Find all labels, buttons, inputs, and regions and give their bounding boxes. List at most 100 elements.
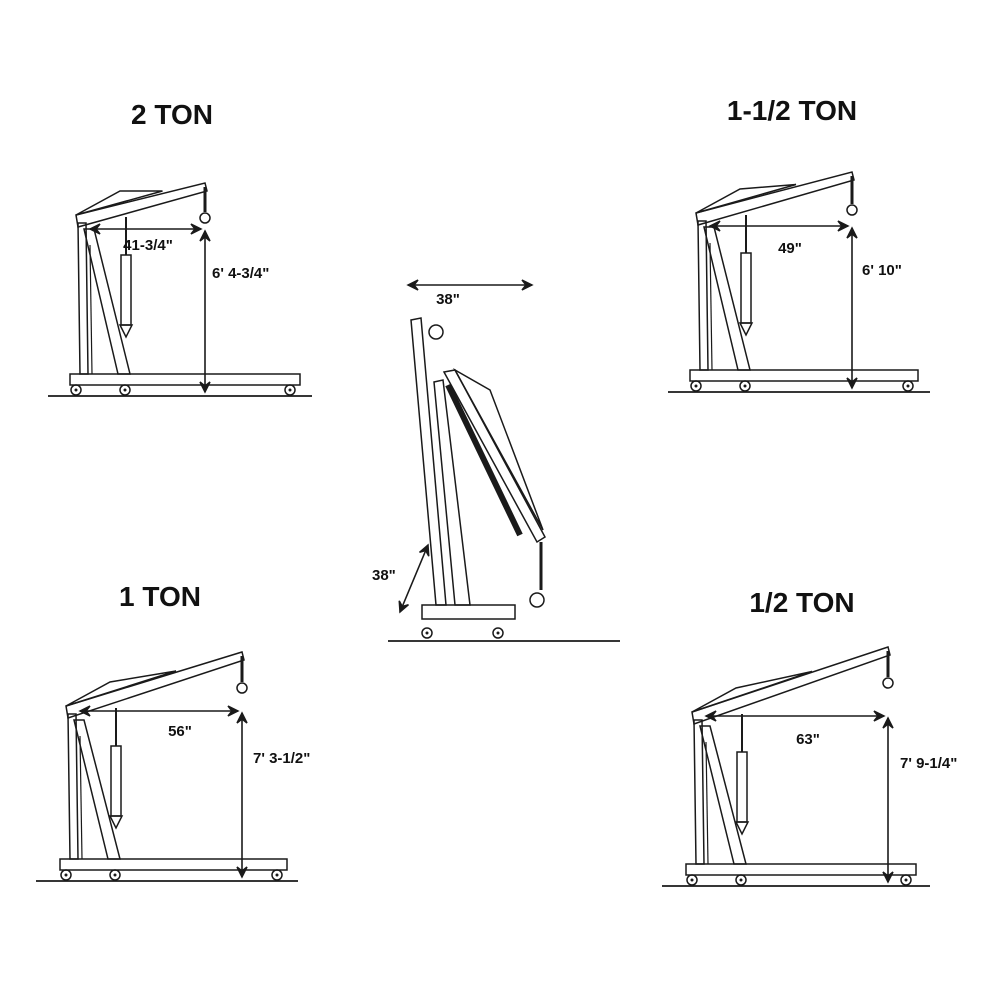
caster-wheel — [902, 380, 914, 392]
arrowhead — [882, 871, 894, 884]
diagonal-brace — [433, 379, 471, 606]
base-leg — [689, 369, 919, 382]
crane-2-ton — [48, 182, 312, 397]
arrowhead — [846, 377, 858, 390]
reach-dimension-arrow — [78, 705, 240, 717]
arrowhead — [873, 710, 886, 722]
wheel — [492, 627, 504, 639]
arrowhead — [846, 226, 858, 239]
wheel — [284, 384, 296, 396]
boom — [65, 651, 245, 719]
height-label-half-ton: 7' 9-1/4" — [900, 755, 957, 772]
wheel-hub — [743, 384, 747, 388]
arrowhead — [236, 711, 248, 724]
reach-label-2-ton: 41-3/4" — [123, 237, 173, 254]
wheel-hub — [123, 388, 127, 392]
crane-title-half-ton: 1/2 TON — [749, 587, 854, 618]
crane-title-1-ton: 1 TON — [119, 581, 201, 612]
dimension-line — [399, 544, 429, 613]
crane-1-5-ton — [668, 171, 930, 393]
arrowhead — [88, 223, 101, 235]
base-leg — [421, 604, 516, 620]
height-label-1-5-ton: 6' 10" — [862, 262, 902, 279]
support-rod — [89, 244, 93, 375]
mast — [693, 719, 705, 865]
reach-label-1-ton: 56" — [168, 723, 192, 740]
caster-wheel — [60, 869, 72, 881]
wheel-hub — [694, 384, 698, 388]
hook-icon — [882, 677, 894, 689]
height-label-1-ton: 7' 3-1/2" — [253, 750, 310, 767]
pulley-icon — [428, 324, 444, 340]
arrowhead — [78, 705, 91, 717]
hook-icon — [236, 682, 248, 694]
arrowhead — [521, 279, 534, 291]
arrowhead — [419, 543, 430, 557]
boom-truss — [691, 670, 813, 713]
wheel-hub — [425, 631, 429, 635]
crane-folded — [388, 279, 620, 642]
wheel-hub — [288, 388, 292, 392]
arrowhead — [704, 710, 717, 722]
cylinder-base — [118, 324, 134, 339]
hydraulic-cylinder — [120, 254, 132, 326]
boom — [75, 182, 208, 228]
arrowhead — [236, 866, 248, 879]
height-dimension-arrow — [882, 716, 894, 884]
caster-wheel — [900, 874, 912, 886]
reach-dimension-arrow — [704, 710, 886, 722]
folded-width-arrow — [406, 279, 534, 291]
boom — [695, 171, 855, 226]
wheel — [686, 874, 698, 886]
arrowhead — [708, 220, 721, 232]
boom-truss — [75, 190, 163, 216]
cylinder-base — [734, 821, 750, 836]
wheel-hub — [113, 873, 117, 877]
caster-wheel — [686, 874, 698, 886]
wheel — [119, 384, 131, 396]
caster-wheel — [421, 627, 433, 639]
crane-half-ton — [662, 646, 930, 887]
height-dimension-arrow — [199, 229, 211, 394]
boom-truss — [695, 183, 797, 214]
hook-icon — [846, 204, 858, 216]
caster-wheel — [70, 384, 82, 396]
wheel — [109, 869, 121, 881]
hydraulic-cylinder — [445, 383, 523, 537]
height-dimension-arrow — [236, 711, 248, 879]
wheel — [271, 869, 283, 881]
hydraulic-cylinder — [736, 751, 748, 823]
wheel — [900, 874, 912, 886]
wheel — [739, 380, 751, 392]
caster-wheel — [119, 384, 131, 396]
crane-title-2-ton: 2 TON — [131, 99, 213, 130]
arrowhead — [199, 229, 211, 242]
arrowhead — [398, 600, 409, 614]
support-rod — [705, 741, 709, 865]
folded-depth-arrow — [398, 543, 430, 614]
mast — [77, 222, 89, 375]
wheel-hub — [906, 384, 910, 388]
crane-1-ton — [36, 651, 298, 882]
wheel — [60, 869, 72, 881]
base-leg — [685, 863, 917, 876]
diagonal-brace — [73, 719, 121, 860]
folded-depth-label: 38" — [372, 567, 396, 584]
arrowhead — [227, 705, 240, 717]
hook-icon — [199, 212, 211, 224]
arrowhead — [837, 220, 850, 232]
wheel-hub — [904, 878, 908, 882]
support-rod — [709, 242, 713, 371]
wheel-hub — [275, 873, 279, 877]
wheel — [421, 627, 433, 639]
caster-wheel — [109, 869, 121, 881]
mast — [410, 317, 447, 606]
caster-wheel — [690, 380, 702, 392]
wheel — [690, 380, 702, 392]
boom-truss — [65, 670, 177, 707]
folded-width-label: 38" — [436, 291, 460, 308]
caster-wheel — [735, 874, 747, 886]
arrowhead — [882, 716, 894, 729]
